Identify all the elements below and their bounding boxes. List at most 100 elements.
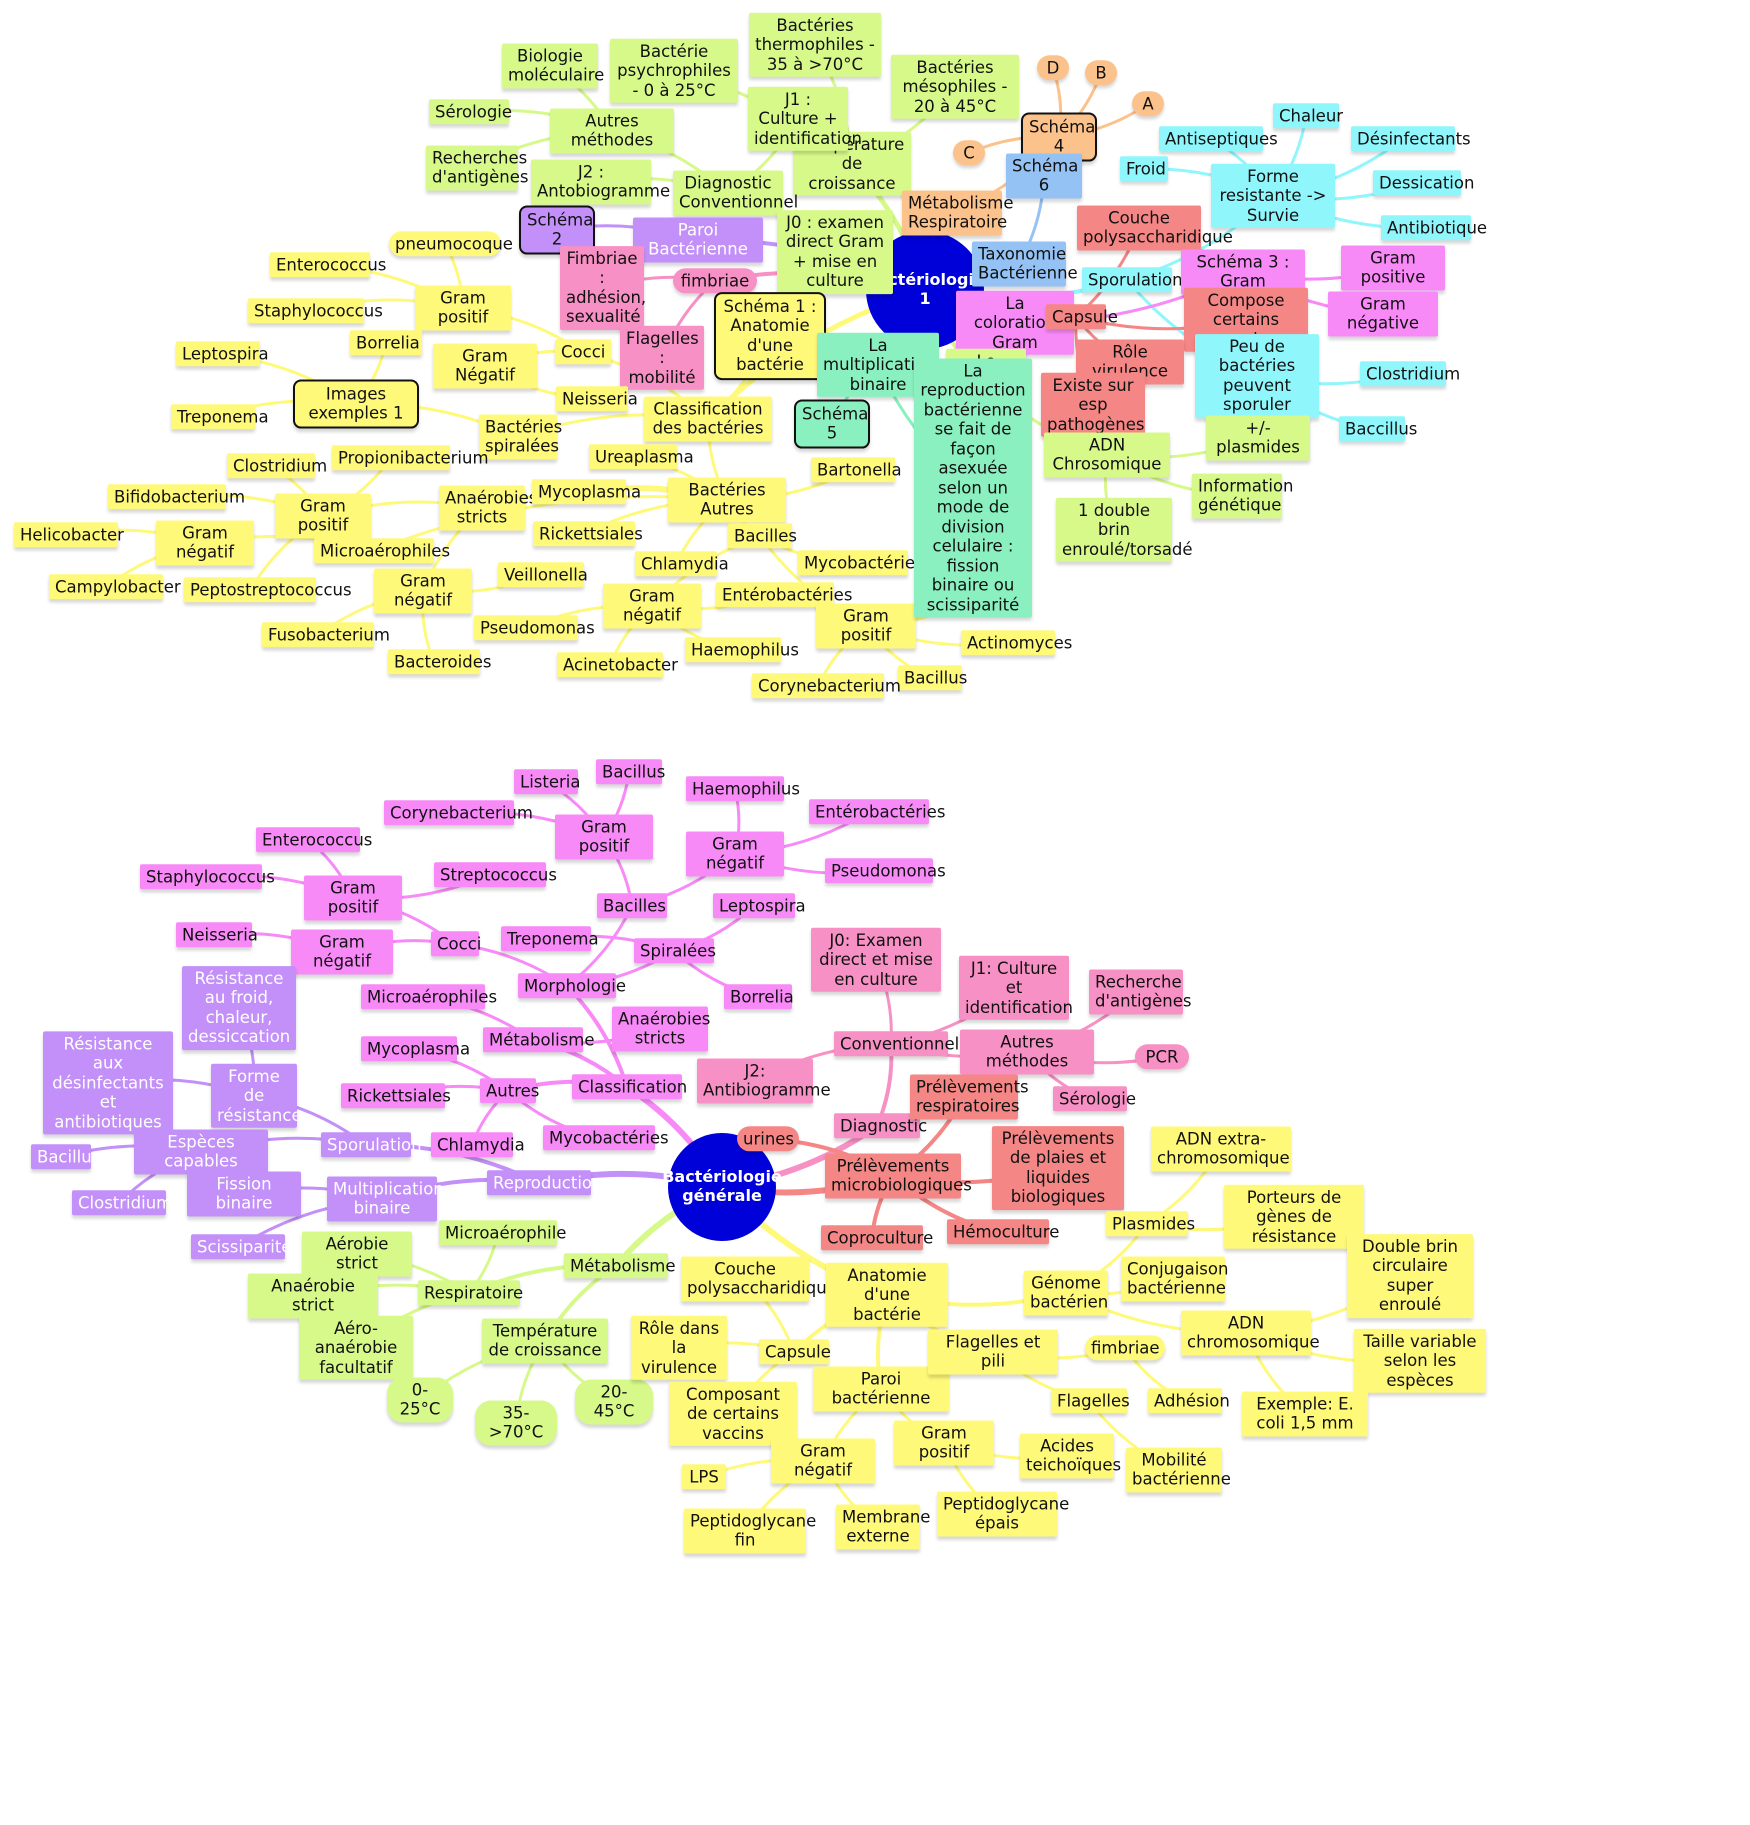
mindmap-node: urines: [737, 1126, 799, 1152]
mindmap-node: Mycobactéries: [543, 1125, 669, 1151]
mindmap-node: Leptospira: [176, 341, 269, 367]
mindmap-node: Existe sur esp pathogènes: [1041, 372, 1145, 438]
mindmap-node: Streptococcus: [434, 862, 557, 888]
mindmap-node: Bacillus: [898, 665, 967, 691]
mindmap-node: Sérologie: [1053, 1086, 1136, 1112]
mindmap-node: Reproduction: [487, 1170, 602, 1196]
mindmap-node: Microaérophiles: [361, 984, 497, 1010]
mindmap-node: Conventionnel: [834, 1031, 959, 1057]
mindmap-node: Staphylococcus: [248, 298, 383, 324]
mindmap-node: Bacillus: [31, 1144, 100, 1170]
mindmap-node: Autres méthodes: [960, 1029, 1094, 1075]
mindmap-node: Bartonella: [811, 457, 902, 483]
mindmap-node: Fission binaire: [187, 1171, 301, 1217]
mindmap-node: Listeria: [514, 769, 580, 795]
mindmap-node: Membrane externe: [836, 1504, 930, 1550]
mindmap-node: Schéma 3 : Gram: [1181, 249, 1305, 295]
mindmap-node: Pseudomonas: [474, 615, 595, 641]
mindmap-node: Fusobacterium: [262, 622, 390, 648]
mindmap-node: Coproculture: [821, 1225, 933, 1251]
mindmap-node: Biologie moléculaire: [502, 43, 604, 89]
mindmap-node: Gram négatif: [686, 831, 784, 877]
mindmap-node: Porteurs de gènes de résistance: [1224, 1184, 1364, 1250]
mindmap-node: Recherche d'antigènes: [1089, 969, 1191, 1015]
mindmap-node: Peptidoglycane épais: [937, 1491, 1069, 1537]
mindmap-node: Bactéries spiralées: [479, 414, 562, 460]
mindmap-node: Métabolisme: [483, 1027, 595, 1053]
mindmap-node: Plasmides: [1106, 1211, 1195, 1237]
mindmap-node: Treponema: [171, 404, 269, 430]
mindmap-node: Capsule: [759, 1339, 831, 1365]
mindmap-node: Diagnostic: [834, 1113, 927, 1139]
mindmap-node: 1 double brin enroulé/torsadé: [1056, 497, 1193, 563]
mindmap-node: Gram positif: [816, 603, 916, 649]
mindmap-node: Baccillus: [1339, 416, 1417, 442]
mindmap-node: Rôle dans la virulence: [631, 1315, 727, 1381]
mindmap-node: Multiplication binaire: [327, 1176, 444, 1222]
mindmap-node: +/- plasmides: [1206, 415, 1310, 461]
mindmap-node: Métabolisme: [564, 1253, 676, 1279]
mindmap-node: Sérologie: [429, 99, 512, 125]
mindmap-node: Scissiparité: [191, 1234, 291, 1260]
mindmap-node: Veillonella: [498, 562, 588, 588]
mindmap-node: Anaérobies stricts: [612, 1006, 710, 1052]
mindmap-node: Enterococcus: [270, 252, 386, 278]
mindmap-node: Gram positive: [1341, 245, 1445, 291]
mindmap-node: Information génétique: [1192, 473, 1294, 519]
mindmap-node: Métabolisme Respiratoire: [902, 190, 1014, 236]
mindmap-node: Température de croissance: [482, 1318, 608, 1364]
mindmap-node: Antiseptiques: [1159, 126, 1278, 152]
mindmap-node: J1: Culture et identification: [959, 955, 1073, 1021]
mindmap-node: Anatomie d'une bactérie: [826, 1262, 948, 1328]
mindmap-node: C: [953, 140, 985, 166]
mindmap-node: Borrelia: [350, 330, 422, 356]
mindmap-node: Désinfectants: [1351, 126, 1471, 152]
mindmap-node: Pseudomonas: [825, 858, 946, 884]
mindmap-node: Gram négatif: [156, 520, 254, 566]
mindmap-node: Microaérophiles: [314, 538, 450, 564]
mindmap-node: Mycobactéries: [798, 550, 924, 576]
mindmap-node: Gram positif: [555, 814, 653, 860]
mindmap-node: Peptostreptococcus: [184, 577, 352, 603]
mindmap-node: Treponema: [501, 926, 599, 952]
mindmap-node: Gram négatif: [771, 1438, 875, 1484]
mindmap-node: Autres méthodes: [550, 108, 674, 154]
mindmap-node: 20-45°C: [575, 1379, 653, 1425]
mindmap-node: Couche polysaccharidique: [1077, 205, 1233, 251]
mindmap-node: Respiratoire: [418, 1280, 523, 1306]
mindmap-node: 35->70°C: [475, 1400, 557, 1446]
mindmap-node: Couche polysaccharidique: [681, 1256, 837, 1302]
mindmap-node: Helicobacter: [14, 522, 124, 548]
mindmap-node: ADN Chrosomique: [1044, 432, 1170, 478]
mindmap-node: Neisseria: [556, 386, 638, 412]
mindmap-node: Anaérobie strict: [248, 1273, 378, 1319]
mindmap-node: Taxonomie Bactérienne: [972, 241, 1078, 287]
mindmap-node: Neisseria: [176, 922, 258, 948]
mindmap-node: Gram négatif: [374, 568, 472, 614]
mindmap-node: Corynebacterium: [752, 673, 901, 699]
mindmap-node: Bacilles: [597, 893, 667, 919]
mindmap-node: Résistance aux désinfectants et antibiot…: [43, 1031, 173, 1135]
mindmap-node: Hémoculture: [947, 1219, 1059, 1245]
mindmap-node: Bacilles: [728, 523, 797, 549]
mindmap-node: ADN chromosomique: [1181, 1310, 1320, 1356]
mindmap-node: Forme de résistance: [211, 1063, 302, 1129]
mindmap-node: Gram positif: [275, 493, 371, 539]
mindmap-node: Classification des bactéries: [644, 396, 772, 442]
mindmap-node: Borrelia: [724, 984, 794, 1010]
mindmap-node: Corynebacterium: [384, 800, 533, 826]
mindmap-node: pneumocoque: [389, 231, 513, 257]
mindmap-node: Chlamydia: [635, 551, 729, 577]
mindmap-node: Adhésion: [1148, 1388, 1230, 1414]
mindmap-node: Bactéries thermophiles - 35 à >70°C: [749, 12, 881, 78]
mindmap-node: Mycoplasma: [532, 479, 641, 505]
mindmap-node: Rickettsiales: [341, 1083, 451, 1109]
mindmap-node: Haemophilus: [686, 776, 800, 802]
mindmap-node: Leptospira: [713, 893, 806, 919]
mindmap-node: Gram négatif: [603, 583, 701, 629]
mindmap-node: Ureaplasma: [589, 444, 694, 470]
mindmap-node: Bacillus: [596, 759, 665, 785]
mindmap-node: Flagelles et pili: [928, 1329, 1058, 1375]
mindmap-node: Entérobactéries: [809, 799, 945, 825]
